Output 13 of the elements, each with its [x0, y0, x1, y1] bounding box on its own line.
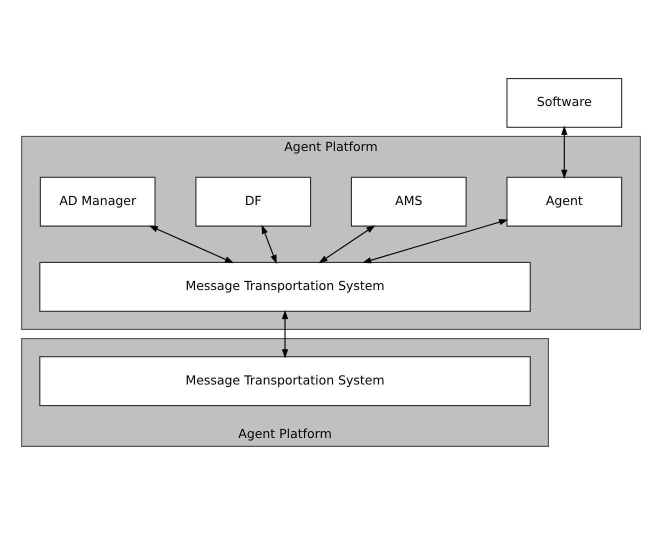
node-box: Message Transportation System: [39, 356, 531, 406]
arrow: [262, 224, 277, 264]
node-box: DF: [195, 176, 312, 226]
arrow: [318, 224, 376, 263]
node-box: Software: [506, 77, 622, 128]
arrow: [362, 218, 508, 263]
node-box: AD Manager: [40, 176, 156, 226]
arrow: [282, 309, 288, 358]
arrow: [148, 224, 234, 263]
node-box: Message Transportation System: [39, 261, 531, 312]
node-box: AMS: [350, 176, 467, 226]
node-box: Agent: [506, 176, 622, 226]
arrow: [561, 125, 568, 178]
